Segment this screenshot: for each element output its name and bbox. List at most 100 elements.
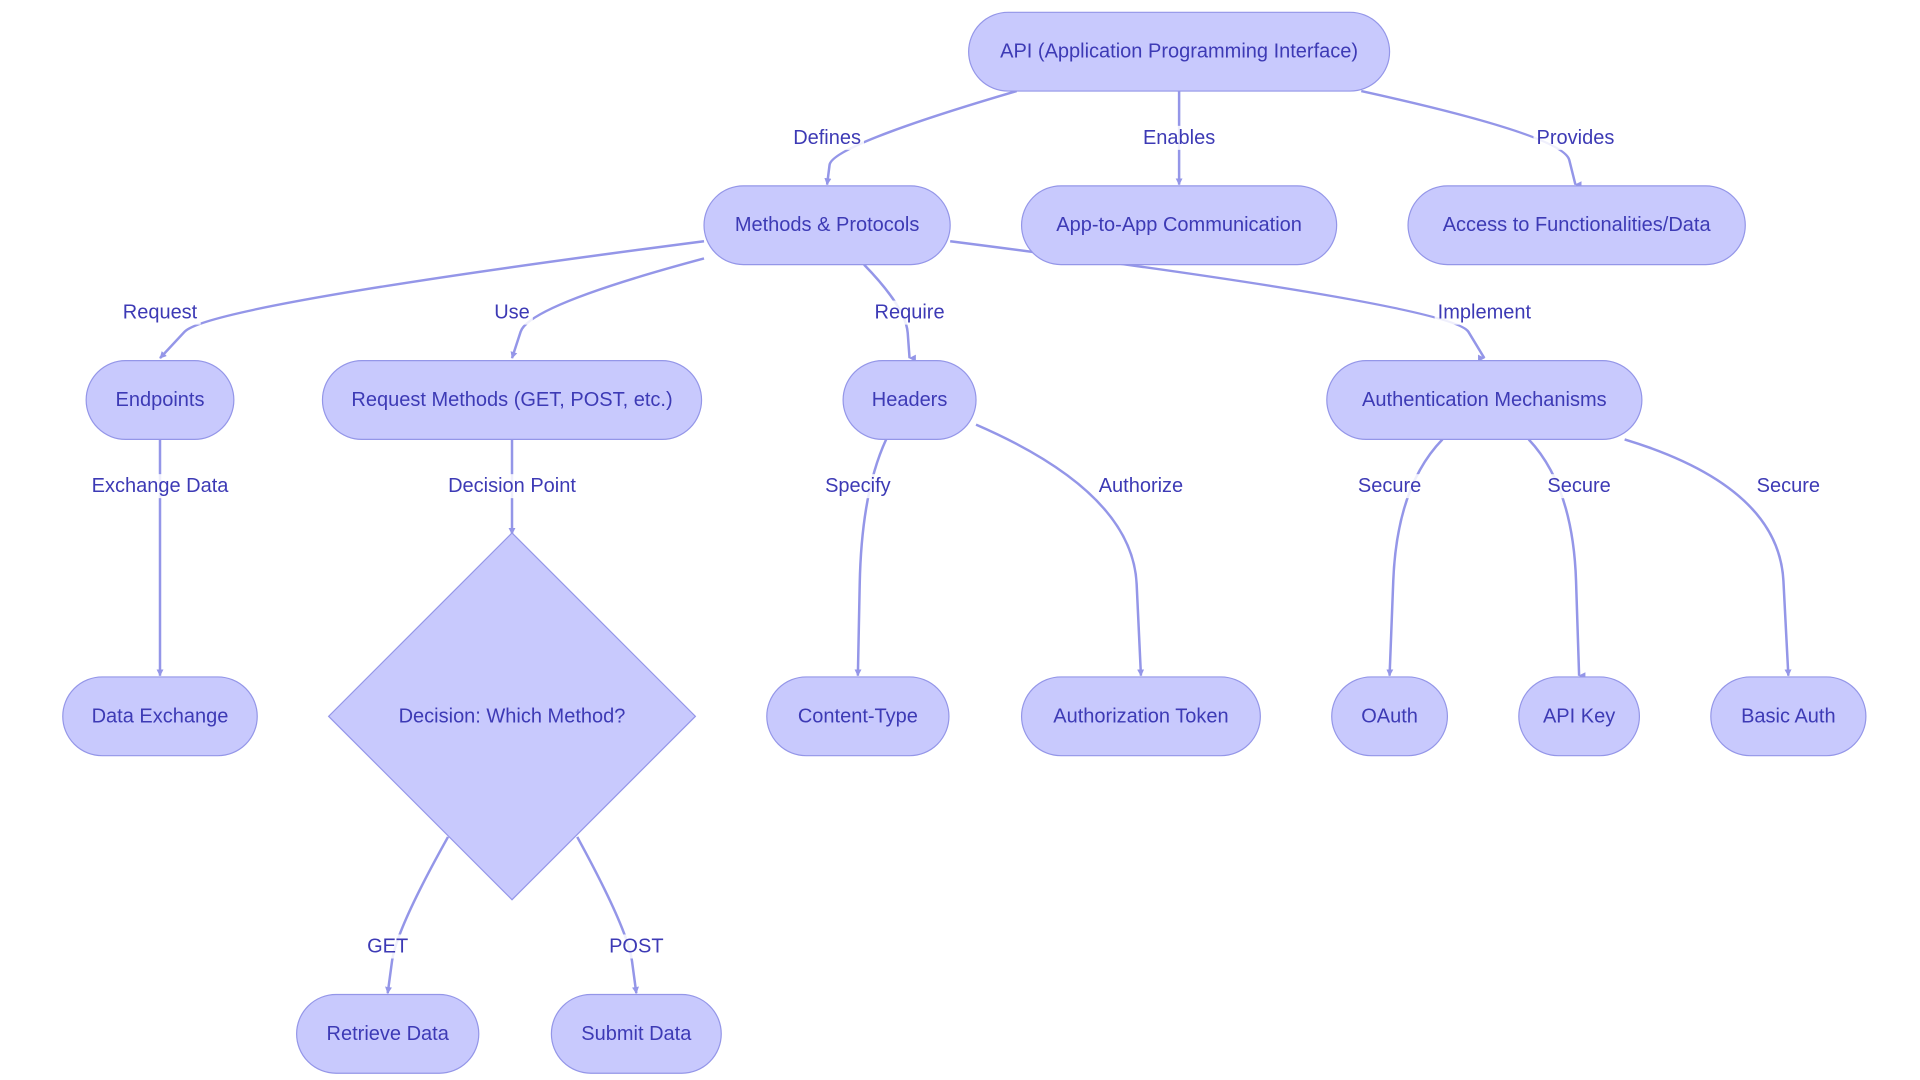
edge-decision-to-submit — [576, 836, 639, 994]
node-pill-shape — [1710, 676, 1867, 757]
edge-label-background — [1354, 474, 1425, 499]
edge-label-background — [822, 474, 894, 499]
edge-label-background — [88, 474, 233, 499]
edge-methods-to-auth — [950, 239, 1486, 359]
edge-methods-to-endpoints — [159, 239, 705, 360]
node-pill-shape — [703, 185, 951, 266]
node-label-basicauth: Basic Auth — [1741, 705, 1836, 727]
edge-headers-to-authtoken — [975, 423, 1143, 677]
edge-label-e9: Decision Point — [448, 475, 576, 497]
edge-label-e11: Authorize — [1099, 475, 1184, 497]
edge-label-e6: Require — [875, 302, 945, 324]
node-label-methods: Methods & Protocols — [735, 214, 920, 236]
node-submit: Submit Data — [550, 993, 722, 1074]
node-pill-shape — [968, 11, 1391, 92]
node-label-api: API (Application Programming Interface) — [1000, 41, 1358, 63]
edge-label-e15: GET — [367, 935, 408, 957]
edge-label-background — [871, 300, 948, 325]
edge-label-background — [606, 934, 667, 959]
edge-label-e16: POST — [609, 935, 663, 957]
node-pill-shape — [766, 676, 950, 757]
node-label-auth: Authentication Mechanisms — [1362, 389, 1607, 411]
edge-label-background — [364, 934, 412, 959]
node-label-retrieve: Retrieve Data — [327, 1023, 450, 1045]
edge-label-e3: Provides — [1537, 127, 1615, 149]
node-basicauth: Basic Auth — [1710, 676, 1867, 757]
node-dataexchange: Data Exchange — [62, 676, 258, 757]
edge-headers-to-contenttype — [854, 438, 888, 677]
node-label-reqmethods: Request Methods (GET, POST, etc.) — [351, 389, 672, 411]
edge-api-to-access — [1360, 89, 1578, 186]
edge-label-e8: Exchange Data — [92, 475, 230, 497]
edge-label-background — [445, 474, 580, 499]
edge-label-e5: Use — [494, 302, 530, 324]
node-label-app2app: App-to-App Communication — [1056, 214, 1302, 236]
node-label-access: Access to Functionalities/Data — [1443, 214, 1712, 236]
node-pill-shape — [296, 993, 480, 1074]
node-oauth: OAuth — [1331, 676, 1449, 757]
node-label-decision: Decision: Which Method? — [399, 705, 626, 727]
nodes-layer: API (Application Programming Interface) M… — [62, 11, 1867, 1074]
node-label-headers: Headers — [872, 389, 948, 411]
node-retrieve: Retrieve Data — [296, 993, 480, 1074]
edge-auth-to-basicauth — [1624, 438, 1792, 677]
edge-api-to-methods — [823, 89, 1017, 186]
edge-label-e12: Secure — [1358, 475, 1421, 497]
node-pill-shape — [1326, 360, 1643, 440]
node-auth: Authentication Mechanisms — [1326, 360, 1643, 440]
edge-methods-to-headers — [863, 263, 913, 359]
edge-methods-to-reqmethods — [510, 257, 705, 359]
edge-label-background — [1434, 300, 1535, 325]
node-apikey: API Key — [1518, 676, 1641, 757]
node-methods: Methods & Protocols — [703, 185, 951, 266]
node-pill-shape — [85, 360, 235, 440]
node-label-endpoints: Endpoints — [116, 389, 205, 411]
node-pill-shape — [321, 360, 703, 440]
edge-label-e14: Secure — [1757, 475, 1820, 497]
node-pill-shape — [1020, 185, 1338, 266]
edge-label-background — [1753, 474, 1824, 499]
node-endpoints: Endpoints — [85, 360, 235, 440]
node-label-submit: Submit Data — [581, 1023, 692, 1045]
node-pill-shape — [1518, 676, 1641, 757]
edge-auth-to-oauth — [1387, 438, 1444, 677]
node-label-oauth: OAuth — [1361, 705, 1418, 727]
node-reqmethods: Request Methods (GET, POST, etc.) — [321, 360, 703, 440]
edge-label-background — [790, 125, 865, 150]
edge-label-background — [1095, 474, 1187, 499]
node-pill-shape — [1331, 676, 1449, 757]
edge-label-background — [1533, 125, 1618, 150]
edge-label-e10: Specify — [825, 475, 891, 497]
node-pill-shape — [842, 360, 977, 440]
node-label-dataexchange: Data Exchange — [92, 705, 229, 727]
node-pill-shape — [62, 676, 258, 757]
node-label-authtoken: Authorization Token — [1053, 705, 1228, 727]
node-pill-shape — [1407, 185, 1746, 266]
edge-label-e2: Enables — [1143, 127, 1215, 149]
node-decision: Decision: Which Method? — [327, 532, 697, 901]
edge-label-e13: Secure — [1547, 475, 1610, 497]
node-pill-shape — [550, 993, 722, 1074]
edge-label-e7: Implement — [1438, 302, 1532, 324]
decision-diamond — [327, 532, 697, 901]
node-contenttype: Content-Type — [766, 676, 950, 757]
edge-label-background — [119, 300, 201, 325]
edge-auth-to-apikey — [1527, 438, 1583, 677]
node-headers: Headers — [842, 360, 977, 440]
edge-label-e4: Request — [123, 302, 198, 324]
node-access: Access to Functionalities/Data — [1407, 185, 1746, 266]
node-app2app: App-to-App Communication — [1020, 185, 1338, 266]
node-label-apikey: API Key — [1543, 705, 1615, 727]
edge-label-e1: Defines — [793, 127, 861, 149]
node-api: API (Application Programming Interface) — [968, 11, 1391, 92]
node-pill-shape — [1020, 676, 1261, 757]
edge-label-background — [491, 300, 533, 325]
node-authtoken: Authorization Token — [1020, 676, 1261, 757]
edge-decision-to-retrieve — [385, 836, 450, 994]
edge-label-background — [1139, 125, 1219, 150]
edge-label-background — [1544, 474, 1614, 499]
node-label-contenttype: Content-Type — [798, 705, 918, 727]
